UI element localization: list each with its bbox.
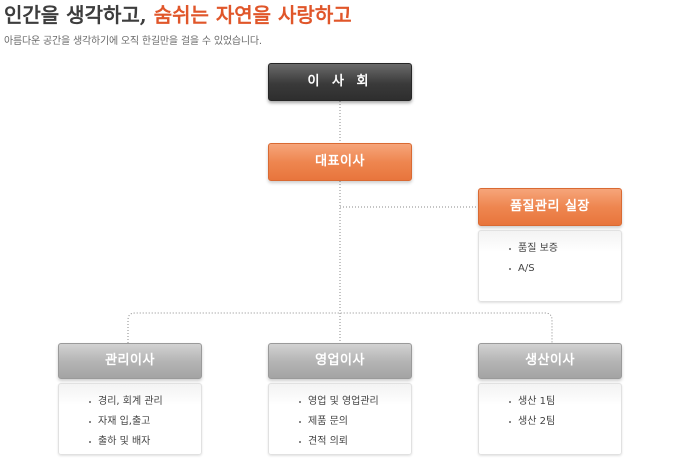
quality-duties-box: 품질 보증 A/S <box>478 230 622 302</box>
board-of-directors-node: 이 사 회 <box>268 63 412 101</box>
duty-item: 제품 문의 <box>299 412 411 432</box>
duty-item: 견적 의뢰 <box>299 432 411 452</box>
duty-item: 출하 및 배자 <box>89 432 201 452</box>
page-title: 인간을 생각하고, 숨쉬는 자연을 사랑하고 <box>4 0 352 32</box>
quality-manager-node: 품질관리 실장 <box>478 188 622 226</box>
sales-director-node: 영업이사 <box>268 343 412 379</box>
management-director-node: 관리이사 <box>58 343 202 379</box>
duty-item: 영업 및 영업관리 <box>299 392 411 412</box>
page-title-part2: 숨쉬는 자연을 사랑하고 <box>153 3 352 27</box>
management-duties-box: 경리, 회계 관리 자재 입,출고 출하 및 배자 <box>58 383 202 455</box>
page-title-part1: 인간을 생각하고, <box>4 3 154 27</box>
duty-item: 경리, 회계 관리 <box>89 392 201 412</box>
page-subtitle: 아름다운 공간을 생각하기에 오직 한길만을 걸을 수 있었습니다. <box>4 36 262 47</box>
duty-item: 자재 입,출고 <box>89 412 201 432</box>
duty-item: 생산 1팀 <box>509 392 621 412</box>
duty-item: 품질 보증 <box>509 239 621 259</box>
duty-item: A/S <box>509 259 621 279</box>
duty-item: 생산 2팀 <box>509 412 621 432</box>
production-director-node: 생산이사 <box>478 343 622 379</box>
sales-duties-box: 영업 및 영업관리 제품 문의 견적 의뢰 <box>268 383 412 455</box>
production-duties-box: 생산 1팀 생산 2팀 <box>478 383 622 455</box>
ceo-node: 대표이사 <box>268 143 412 181</box>
